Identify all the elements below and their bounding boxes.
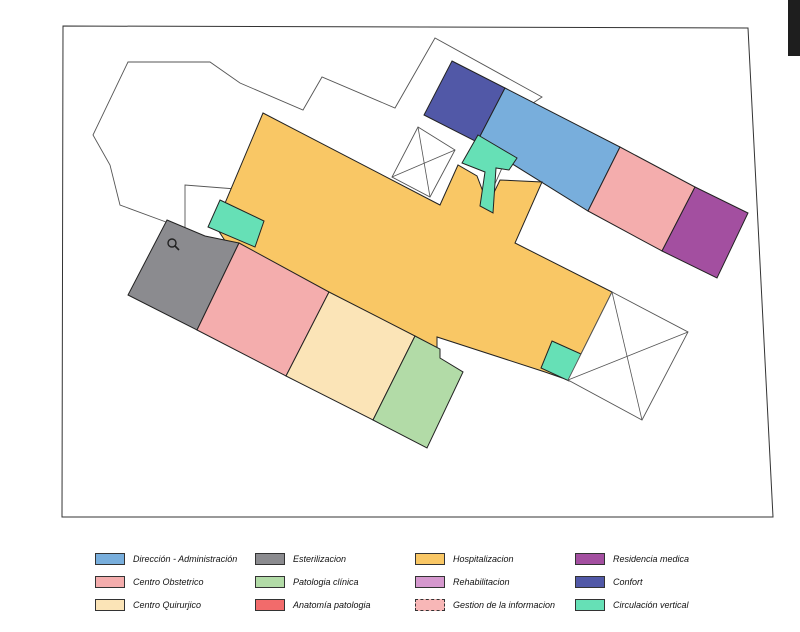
legend-swatch	[575, 599, 605, 611]
legend-swatch	[95, 553, 125, 565]
legend-label: Residencia medica	[613, 554, 690, 564]
legend-label: Hospitalizacion	[453, 554, 514, 564]
legend-label: Dirección - Administración	[133, 554, 238, 564]
floor-plan	[61, 25, 774, 518]
zone-circulacion-north	[461, 134, 518, 214]
legend-item-gestion: Gestion de la informacion	[415, 598, 555, 612]
legend-label: Confort	[613, 577, 643, 587]
void-shaft-east	[567, 291, 689, 421]
legend-item-circulacion: Circulación vertical	[575, 598, 689, 612]
zone-residencia	[661, 186, 749, 279]
void-shaft-north	[391, 126, 456, 198]
legend-label: Rehabilitacion	[453, 577, 510, 587]
legend-swatch	[415, 553, 445, 565]
legend-label: Patologia clínica	[293, 577, 359, 587]
legend-swatch	[575, 576, 605, 588]
scrollbar[interactable]	[788, 0, 800, 56]
legend-item-anatomia: Anatomía patologia	[255, 598, 371, 612]
legend-swatch	[415, 599, 445, 611]
legend: Dirección - Administración Esterilizacion…	[95, 552, 795, 624]
legend-label: Anatomía patologia	[293, 600, 371, 610]
legend-label: Gestion de la informacion	[453, 600, 556, 610]
legend-swatch	[95, 599, 125, 611]
legend-item-esterilizacion: Esterilizacion	[255, 552, 346, 566]
legend-item-administracion: Dirección - Administración	[95, 552, 237, 566]
legend-label: Circulación vertical	[613, 600, 689, 610]
legend-swatch	[255, 553, 285, 565]
legend-label: Centro Obstetrico	[133, 577, 204, 587]
legend-swatch	[415, 576, 445, 588]
legend-item-obstetrico: Centro Obstetrico	[95, 575, 204, 589]
legend-item-patologia_clinica: Patologia clínica	[255, 575, 359, 589]
legend-swatch	[255, 599, 285, 611]
legend-item-residencia: Residencia medica	[575, 552, 689, 566]
legend-item-quirurgico: Centro Quirurjico	[95, 598, 201, 612]
legend-label: Esterilizacion	[293, 554, 347, 564]
legend-swatch	[575, 553, 605, 565]
legend-item-rehabilitacion: Rehabilitacion	[415, 575, 510, 589]
legend-swatch	[255, 576, 285, 588]
legend-item-hospitalizacion: Hospitalizacion	[415, 552, 514, 566]
zone-circulacion-west	[207, 199, 265, 248]
legend-label: Centro Quirurjico	[133, 600, 202, 610]
legend-swatch	[95, 576, 125, 588]
zone-patologia-clinica	[372, 335, 464, 449]
legend-item-confort: Confort	[575, 575, 643, 589]
magnifier-icon[interactable]	[167, 238, 180, 251]
